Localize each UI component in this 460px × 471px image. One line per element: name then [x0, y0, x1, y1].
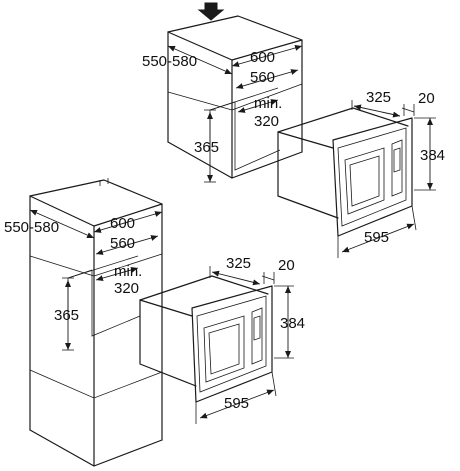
- upper-niche-min-label: min.: [254, 95, 282, 112]
- lower-niche-height-label: 365: [54, 307, 79, 324]
- lower-oven-width-label: 595: [224, 395, 249, 412]
- down-arrow-icon: [197, 2, 225, 21]
- lower-cab-width-outer-label: 600: [110, 215, 135, 232]
- lower-oven-height-label: 384: [280, 315, 305, 332]
- upper-microwave-dimensions: [337, 100, 436, 258]
- tall-cabinet-dimensions: [29, 209, 163, 351]
- lower-niche-min-label: min.: [114, 263, 142, 280]
- upper-oven-width-label: 595: [364, 229, 389, 246]
- lower-cab-depth-label: 550-580: [4, 219, 59, 236]
- upper-cab-width-outer-label: 600: [250, 49, 275, 66]
- lower-microwave-dimensions: [195, 266, 294, 424]
- upper-niche-height-label: 365: [194, 139, 219, 156]
- upper-oven-frame-label: 20: [418, 90, 435, 107]
- lower-oven-depth-label: 325: [226, 255, 251, 272]
- upper-niche-min-value: 320: [254, 113, 279, 130]
- upper-oven-height-label: 384: [420, 147, 445, 164]
- upper-installation: 550-580 600 560 min. 320 365: [142, 2, 445, 258]
- lower-oven-frame-label: 20: [278, 257, 295, 274]
- upper-cab-depth-label: 550-580: [142, 53, 197, 70]
- lower-cab-width-inner-label: 560: [110, 235, 135, 252]
- upper-cab-width-inner-label: 560: [250, 69, 275, 86]
- upper-microwave: [277, 107, 413, 237]
- upper-oven-depth-label: 325: [366, 89, 391, 106]
- upper-cabinet-dimensions: [167, 45, 303, 183]
- lower-installation: 550-580 600 560 min. 320 365: [4, 178, 305, 467]
- lower-niche-min-value: 320: [114, 280, 139, 297]
- lower-microwave: [139, 275, 273, 403]
